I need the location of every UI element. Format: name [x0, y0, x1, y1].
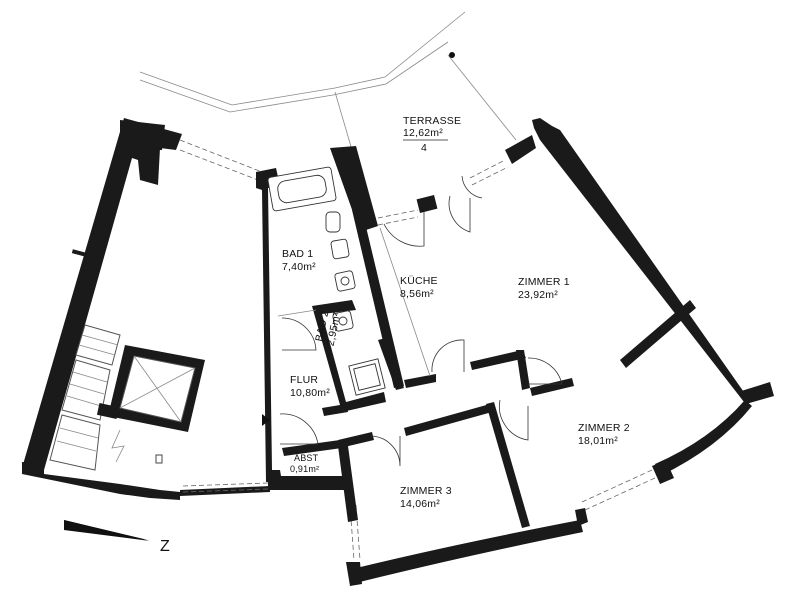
terrasse-factor: 4 [421, 142, 427, 154]
kueche-area: 8,56m² [400, 288, 434, 300]
kitchen-counter [379, 227, 431, 377]
terrasse-area: 12,62m² [403, 127, 443, 139]
right-walls [346, 118, 774, 586]
doors [277, 175, 563, 467]
flur-area: 10,80m² [290, 387, 330, 399]
outer-walls [22, 118, 346, 500]
terrasse-name: TERRASSE [403, 115, 461, 127]
zimmer1-area: 23,92m² [518, 289, 558, 301]
staircase [49, 324, 163, 471]
terrace-post [449, 52, 455, 58]
abst-name: ABST [294, 453, 319, 463]
north-arrow-icon [64, 520, 148, 540]
kueche-name: KÜCHE [400, 275, 438, 287]
north-arrow: Z [64, 520, 170, 555]
zimmer3-name: ZIMMER 3 [400, 485, 452, 497]
flur-name: FLUR [290, 374, 318, 386]
bath-fixtures [267, 166, 386, 396]
elevator-shaft [96, 345, 205, 432]
zimmer1-name: ZIMMER 1 [518, 276, 570, 288]
zimmer2-name: ZIMMER 2 [578, 422, 630, 434]
entrance-marker [262, 414, 270, 426]
interior-walls [256, 146, 696, 528]
terrace-outline [139, 11, 517, 151]
north-label: Z [160, 538, 170, 555]
windows [179, 139, 656, 561]
bad1-name: BAD 1 [282, 248, 313, 260]
zimmer2-area: 18,01m² [578, 435, 618, 447]
abst-area: 0,91m² [290, 464, 319, 474]
bad1-area: 7,40m² [282, 261, 316, 273]
zimmer3-area: 14,06m² [400, 498, 440, 510]
room-labels: TERRASSE 12,62m² 4 BAD 1 7,40m² BAD 2 2,… [282, 115, 630, 510]
